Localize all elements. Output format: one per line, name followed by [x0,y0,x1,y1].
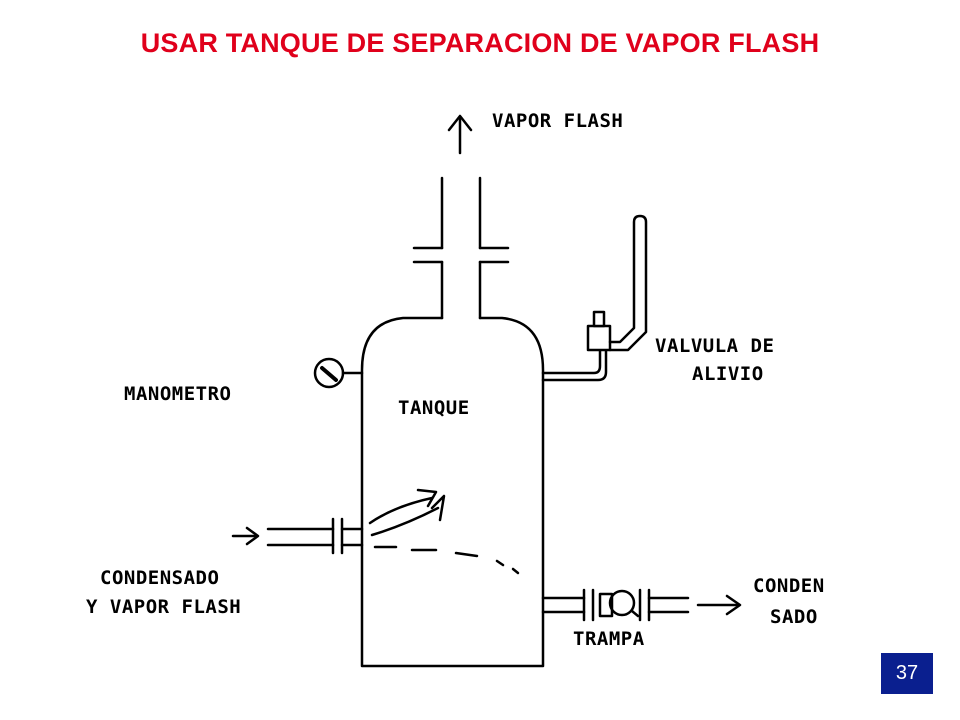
page-number-badge: 37 [881,653,933,694]
trap-outlet [541,588,742,622]
slide-title: USAR TANQUE DE SEPARACION DE VAPOR FLASH [140,28,820,58]
label-manometro: MANOMETRO [124,383,231,405]
manometer [313,357,364,389]
label-conden-line2: SADO [770,606,818,628]
label-vapor-flash: VAPOR FLASH [492,110,623,132]
label-trampa: TRAMPA [573,628,645,650]
relief-valve [541,214,648,382]
label-condensado-line2: Y VAPOR FLASH [86,596,241,618]
label-valvula-line2: ALIVIO [692,363,764,385]
vapor-outlet-pipe [412,176,510,320]
label-valvula-line1: VALVULA DE [655,335,774,357]
liquid-level [373,545,520,575]
internal-flow-arrows [368,488,446,537]
label-condensado-line1: CONDENSADO [100,567,219,589]
label-conden-line1: CONDEN [753,575,825,597]
label-tanque: TANQUE [398,397,470,419]
tank-body [360,316,545,668]
vapor-flash-arrow [447,114,473,155]
inlet-pipe [231,517,364,555]
